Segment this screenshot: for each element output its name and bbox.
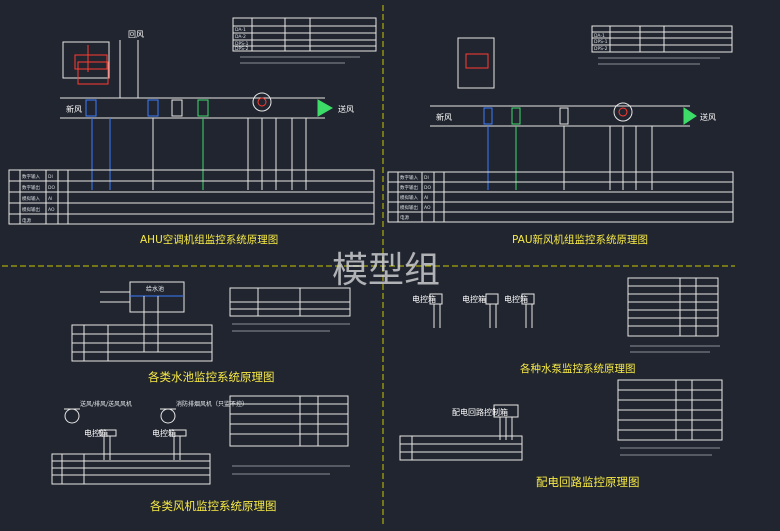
pump-panel (429, 277, 720, 353)
ahu-legend-code-1: DA-1 (235, 27, 246, 33)
pau-io-row-5: 电源 (400, 214, 409, 221)
pau-io-code-2: DO (424, 185, 431, 191)
pau-io-row-1: 数字输入 (400, 174, 418, 181)
fan-cabinet-label-2: 电控箱 (152, 428, 176, 438)
ahu-diagram-title: AHU空调机组监控系统原理图 (140, 233, 278, 246)
pau-io-code-3: AI (424, 195, 428, 201)
pau-diagram-title: PAU新风机组监控系统原理图 (512, 233, 648, 246)
power-cabinet-label: 配电回路控制箱 (452, 407, 508, 417)
pau-supply-air-label: 送风 (700, 112, 716, 122)
pump-cabinet-label-1: 电控箱 (412, 294, 436, 304)
pump-cabinet-label-2: 电控箱 (462, 294, 486, 304)
ahu-labels: 回风 新风 送风 DA-1 DA-2 DPS-1 DPS-2 数字输入 数字输出… (22, 27, 354, 246)
pump-diagram-title: 各种水泵监控系统原理图 (520, 362, 636, 375)
water-tank-panel (71, 281, 351, 362)
ahu-legend-code-4: DPS-2 (235, 46, 249, 52)
ahu-io-code-2: DO (48, 185, 55, 191)
power-panel (399, 379, 723, 461)
watermark-text: 模型组 (332, 250, 440, 291)
ahu-supply-air-label: 送风 (338, 104, 354, 114)
ahu-fresh-air-label: 新风 (66, 104, 82, 114)
fan-type-label-1: 送风/排风/送风风机 (80, 400, 132, 408)
ahu-io-code-3: AI (48, 196, 52, 202)
ahu-panel (8, 17, 377, 225)
ahu-io-code-4: AO (48, 207, 55, 213)
ahu-io-code-1: DI (48, 174, 53, 180)
water-tank-label: 给水池 (146, 285, 164, 293)
pau-labels: 新风 送风 DA-1 DPS-1 DPS-2 数字输入 数字输出 模拟输入 模拟… (400, 33, 716, 246)
pau-fresh-air-label: 新风 (436, 112, 452, 122)
pump-cabinet-label-3: 电控箱 (504, 294, 528, 304)
ahu-io-row-3: 模拟输入 (22, 195, 40, 202)
ahu-io-row-1: 数字输入 (22, 173, 40, 180)
pau-io-row-2: 数字输出 (400, 184, 418, 191)
pau-legend-code-3: DPS-2 (594, 46, 608, 52)
pau-io-code-4: AO (424, 205, 431, 211)
pau-panel (387, 25, 734, 223)
pau-legend-code-1: DA-1 (594, 33, 605, 39)
pau-io-code-1: DI (424, 175, 429, 181)
fan-panel (51, 395, 350, 485)
ahu-io-row-4: 模拟输出 (22, 206, 40, 213)
ahu-legend-code-3: DPS-1 (235, 41, 249, 47)
panel-dividers (2, 5, 735, 526)
power-diagram-title: 配电回路监控原理图 (536, 475, 640, 489)
fan-cabinet-label-1: 电控箱 (84, 428, 108, 438)
fan-labels: 送风/排风/送风风机 消防排烟风机（只监不控） 电控箱 电控箱 各类风机监控系统… (80, 400, 277, 513)
pump-labels: 电控箱 电控箱 电控箱 各种水泵监控系统原理图 (412, 294, 636, 375)
water-tank-labels: 给水池 各类水池监控系统原理图 (146, 285, 275, 384)
fan-diagram-title: 各类风机监控系统原理图 (150, 499, 277, 513)
pau-io-row-4: 模拟输出 (400, 204, 418, 211)
ahu-io-row-2: 数字输出 (22, 184, 40, 191)
fan-type-label-2: 消防排烟风机（只监不控） (176, 400, 248, 408)
pau-legend-code-2: DPS-1 (594, 39, 608, 45)
pau-io-row-3: 模拟输入 (400, 194, 418, 201)
water-tank-diagram-title: 各类水池监控系统原理图 (148, 370, 275, 384)
ahu-return-air-label: 回风 (128, 30, 144, 39)
ahu-legend-code-2: DA-2 (235, 34, 246, 40)
ahu-io-row-5: 电源 (22, 217, 31, 224)
power-labels: 配电回路控制箱 配电回路监控原理图 (452, 407, 640, 489)
